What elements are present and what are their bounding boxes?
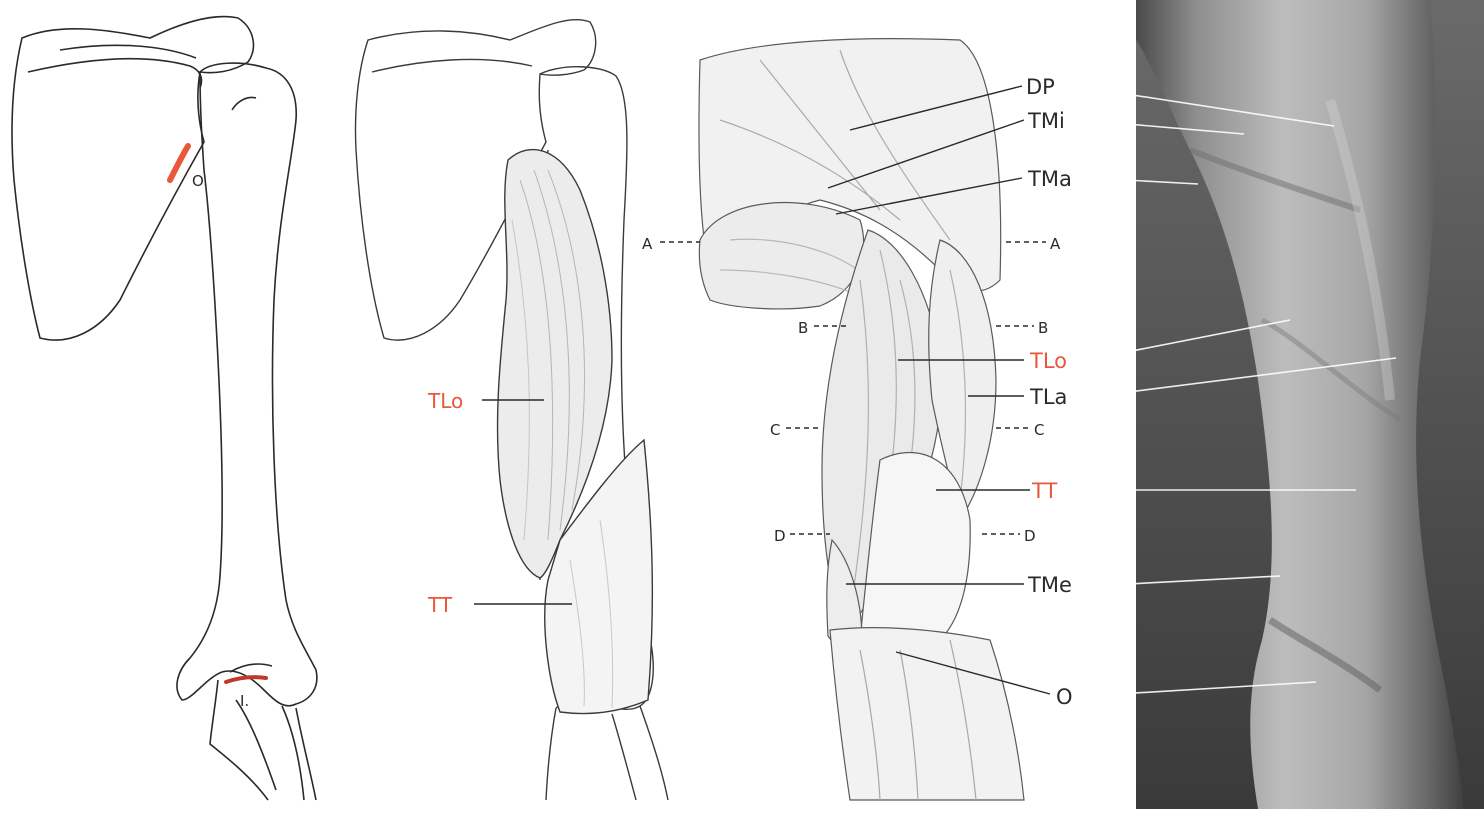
section-d-right: D bbox=[1024, 527, 1036, 545]
humerus-head-line bbox=[232, 98, 256, 111]
teres-major bbox=[699, 203, 863, 309]
forearm-inner2 bbox=[296, 708, 316, 800]
panel-muscles bbox=[699, 39, 1024, 800]
panel3-label-o: O bbox=[1056, 685, 1073, 709]
panel2-label-tlo: TLo bbox=[427, 389, 463, 413]
section-a-left: A bbox=[642, 235, 653, 253]
radius-outline bbox=[282, 706, 304, 800]
humerus-outline bbox=[177, 63, 317, 706]
ulna-outline bbox=[210, 680, 268, 800]
section-d-left: D bbox=[774, 527, 786, 545]
scapula-acromion bbox=[60, 45, 196, 58]
panel3-label-tt: TT bbox=[1031, 479, 1057, 503]
p3-forearm bbox=[830, 628, 1024, 800]
forearm2-a bbox=[546, 708, 556, 800]
panel3-label-tma: TMa bbox=[1027, 167, 1072, 191]
section-b-left: B bbox=[798, 319, 808, 337]
insertion-highlight bbox=[226, 677, 266, 682]
panel3-label-dp: DP bbox=[1026, 75, 1055, 99]
section-c-left: C bbox=[770, 421, 780, 439]
scapula2-spine bbox=[372, 59, 532, 72]
scapula-spine bbox=[28, 59, 202, 88]
panel-photo bbox=[1136, 0, 1484, 809]
origin-label: O. bbox=[192, 172, 208, 190]
panel3-label-tla: TLa bbox=[1029, 385, 1067, 409]
panel-skeleton bbox=[12, 17, 317, 800]
forearm-inner bbox=[236, 700, 276, 790]
panel3-label-tme: TMe bbox=[1027, 573, 1072, 597]
forearm2-b bbox=[612, 714, 636, 800]
section-a-right: A bbox=[1050, 235, 1061, 253]
olecranon-line bbox=[230, 664, 272, 672]
section-c-right: C bbox=[1034, 421, 1044, 439]
panel3-label-tlo: TLo bbox=[1029, 349, 1067, 373]
insertion-label: I. bbox=[240, 692, 249, 710]
section-b-right: B bbox=[1038, 319, 1048, 337]
forearm2-c bbox=[640, 706, 668, 800]
panel2-label-tt: TT bbox=[427, 593, 453, 617]
panel3-label-tmi: TMi bbox=[1027, 109, 1065, 133]
